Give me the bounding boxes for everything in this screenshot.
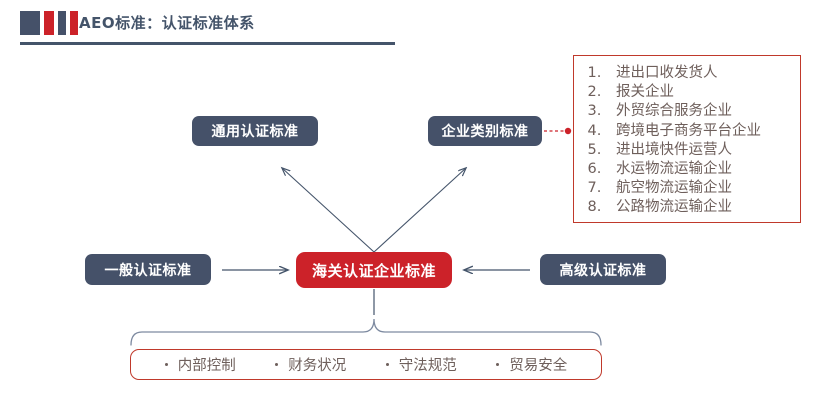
enterprise-type-5: 进出境快件运营人 [616, 141, 732, 158]
node-core-standard[interactable]: 海关认证企业标准 [296, 252, 452, 288]
list-item: 航空物流运输企业 [606, 179, 794, 198]
bar-dark-2-icon [58, 11, 66, 35]
page-title: AEO标准：认证标准体系 [79, 14, 255, 32]
enterprise-type-6: 水运物流运输企业 [616, 161, 732, 178]
leader-endpoint-dot [564, 127, 572, 135]
criteria-item-1: 内部控制 [164, 354, 236, 375]
bar-dark-1-icon [20, 11, 40, 35]
arrow-core-to-general [282, 168, 375, 253]
criteria-item-4: 贸易安全 [496, 354, 567, 375]
arrow-core-to-category [373, 168, 466, 253]
list-item: 水运物流运输企业 [606, 160, 794, 179]
criteria-item-2: 财务状况 [275, 354, 346, 375]
enterprise-type-3: 外贸综合服务企业 [616, 103, 732, 120]
list-item: 进出境快件运营人 [606, 141, 794, 160]
list-item: 进出口收发货人 [606, 64, 794, 83]
node-advanced-standard[interactable]: 高级认证标准 [540, 254, 666, 285]
bar-red-1-icon [44, 11, 54, 35]
bullet-icon [496, 363, 500, 366]
enterprise-type-2: 报关企业 [616, 84, 674, 101]
criteria-item-3: 守法规范 [385, 354, 457, 375]
criteria-label-3: 守法规范 [398, 358, 457, 374]
criteria-label-2: 财务状况 [288, 358, 347, 374]
list-item: 公路物流运输企业 [606, 198, 794, 217]
criteria-panel: 内部控制 财务状况 守法规范 贸易安全 [130, 349, 602, 380]
enterprise-type-1: 进出口收发货人 [616, 65, 718, 81]
list-item: 外贸综合服务企业 [606, 102, 794, 121]
enterprise-types-panel: 进出口收发货人 报关企业 外贸综合服务企业 跨境电子商务平台企业 进出境快件运营… [573, 55, 801, 223]
bullet-icon [164, 363, 168, 366]
node-category-standard[interactable]: 企业类别标准 [428, 116, 542, 146]
node-basic-standard[interactable]: 一般认证标准 [85, 254, 211, 285]
bullet-icon [275, 363, 279, 366]
bullet-icon [385, 363, 389, 366]
list-item: 跨境电子商务平台企业 [606, 122, 794, 141]
header-divider [20, 42, 395, 45]
criteria-label-4: 贸易安全 [509, 358, 568, 374]
curly-brace [130, 318, 602, 346]
enterprise-type-8: 公路物流运输企业 [616, 199, 732, 216]
bar-red-2-icon [70, 11, 78, 35]
criteria-label-1: 内部控制 [177, 358, 236, 374]
list-item: 报关企业 [606, 83, 794, 102]
enterprise-type-4: 跨境电子商务平台企业 [616, 122, 761, 139]
node-general-standard[interactable]: 通用认证标准 [192, 116, 318, 146]
enterprise-types-list: 进出口收发货人 报关企业 外贸综合服务企业 跨境电子商务平台企业 进出境快件运营… [584, 64, 794, 218]
header-accent-bars [20, 11, 78, 35]
enterprise-type-7: 航空物流运输企业 [616, 180, 732, 197]
